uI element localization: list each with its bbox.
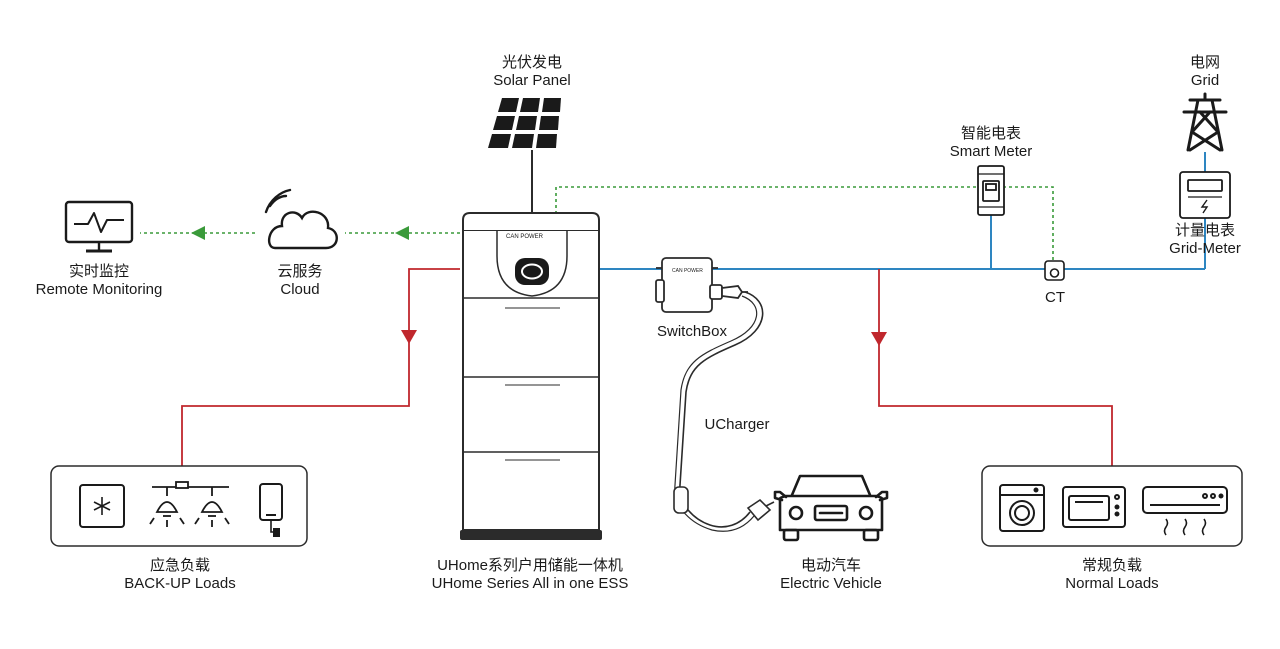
- remote-monitoring-label-en: Remote Monitoring: [35, 281, 163, 298]
- backup-loads-label: 应急负载 BACK-UP Loads: [100, 557, 260, 593]
- normal-load-arrow: [871, 332, 887, 346]
- air-conditioner-icon: [1142, 486, 1228, 536]
- grid-meter-label-zh: 计量电表: [1174, 222, 1235, 239]
- data-arrow-monitor: [191, 226, 205, 240]
- ess-display: [515, 258, 549, 285]
- ucharger-label: UCharger: [692, 416, 782, 434]
- ucharger-label-en: UCharger: [704, 416, 770, 433]
- backup-loads-label-en: BACK-UP Loads: [124, 575, 236, 592]
- grid-meter-label: 计量电表 Grid-Meter: [1150, 222, 1260, 258]
- normal-loads-label-en: Normal Loads: [1065, 575, 1159, 592]
- remote-monitoring-label: 实时监控 Remote Monitoring: [20, 263, 178, 299]
- solar-panel-label-en: Solar Panel: [493, 72, 571, 89]
- ucharger-plug: [746, 498, 775, 522]
- fridge-icon: [79, 484, 125, 528]
- data-arrow-cloud: [395, 226, 409, 240]
- grid-meter-label-en: Grid-Meter: [1169, 240, 1241, 257]
- electric-vehicle-label-en: Electric Vehicle: [780, 575, 882, 592]
- solar-panel-label: 光伏发电 Solar Panel: [470, 54, 594, 90]
- smart-meter-icon: [977, 165, 1005, 216]
- ct-label: CT: [1035, 289, 1075, 307]
- phone-charger-icon: [259, 483, 283, 537]
- cloud-icon: [264, 188, 338, 250]
- backup-arrow: [401, 330, 417, 344]
- ct-label-en: CT: [1045, 289, 1065, 306]
- switchbox-icon: [655, 257, 748, 313]
- normal-loads-label: 常规负载 Normal Loads: [1032, 557, 1192, 593]
- solar-panel-label-zh: 光伏发电: [501, 54, 562, 71]
- normal-loads-label-zh: 常规负载: [1081, 557, 1142, 574]
- switchbox-label-en: SwitchBox: [656, 323, 728, 340]
- ucharger-cable: [679, 291, 764, 528]
- switchbox-brand-logo: CAN POWER: [672, 268, 703, 274]
- remote-monitoring-label-zh: 实时监控: [68, 263, 129, 280]
- grid-label-zh: 电网: [1189, 54, 1220, 71]
- grid-tower-icon: [1182, 92, 1228, 152]
- grid-label-en: Grid: [1190, 72, 1220, 89]
- solar-panel-icon: [488, 98, 561, 148]
- cloud-label-en: Cloud: [280, 281, 320, 298]
- smart-meter-label-en: Smart Meter: [949, 143, 1033, 160]
- grid-label: 电网 Grid: [1165, 54, 1245, 90]
- ess-label-en: UHome Series All in one ESS: [431, 575, 629, 592]
- backup-line: [181, 268, 460, 466]
- normal-load-line: [878, 269, 1113, 466]
- grid-meter-icon: [1179, 171, 1231, 219]
- ucharger-control-box: [673, 486, 689, 514]
- electric-vehicle-label: 电动汽车 Electric Vehicle: [751, 557, 911, 593]
- backup-loads-panel: [50, 465, 308, 547]
- smart-meter-label: 智能电表 Smart Meter: [929, 125, 1053, 161]
- switchbox-label: SwitchBox: [642, 323, 742, 341]
- ess-unit: CAN POWER: [460, 212, 602, 540]
- cloud-label: 云服务 Cloud: [260, 263, 340, 299]
- data-link-meter: [555, 186, 1054, 262]
- lamp-icon: [149, 481, 230, 527]
- remote-monitor-icon: [64, 200, 134, 253]
- ess-brand-logo: CAN POWER: [506, 234, 544, 240]
- cloud-label-zh: 云服务: [277, 263, 323, 280]
- electric-vehicle-icon: [773, 474, 889, 542]
- ct-clamp-icon: [1044, 260, 1065, 281]
- microwave-icon: [1062, 486, 1126, 528]
- ess-label-zh: UHome系列户用储能一体机: [437, 557, 623, 574]
- washing-machine-icon: [999, 484, 1045, 532]
- backup-loads-label-zh: 应急负载: [149, 557, 210, 574]
- ess-label: UHome系列户用储能一体机 UHome Series All in one E…: [400, 557, 660, 593]
- ucharger-cable-inner: [674, 295, 758, 532]
- smart-meter-label-zh: 智能电表: [960, 125, 1021, 142]
- electric-vehicle-label-zh: 电动汽车: [800, 557, 861, 574]
